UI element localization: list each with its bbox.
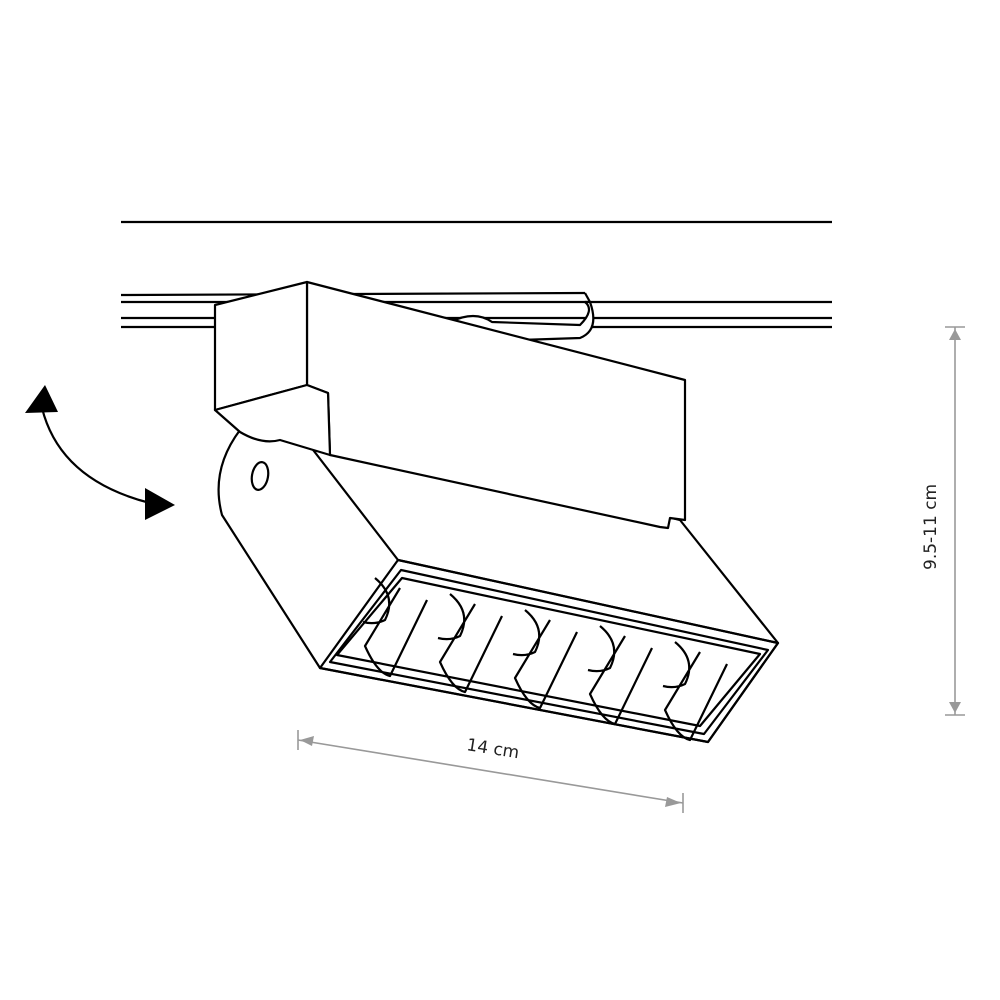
reflector	[587, 625, 653, 726]
pivot-screw-icon	[250, 461, 270, 491]
led-reflectors	[362, 577, 728, 742]
lamp-body	[217, 413, 780, 744]
reflector	[512, 609, 578, 710]
rotation-arrow-icon	[25, 385, 175, 520]
track-adapter	[213, 280, 687, 530]
height-label: 9.5-11 cm	[921, 484, 941, 570]
width-label: 14 cm	[465, 735, 520, 763]
reflector	[362, 577, 428, 678]
width-dimension: 14 cm	[297, 730, 684, 813]
reflector	[437, 593, 503, 694]
height-dimension: 9.5-11 cm	[921, 326, 965, 716]
reflector	[662, 641, 728, 742]
